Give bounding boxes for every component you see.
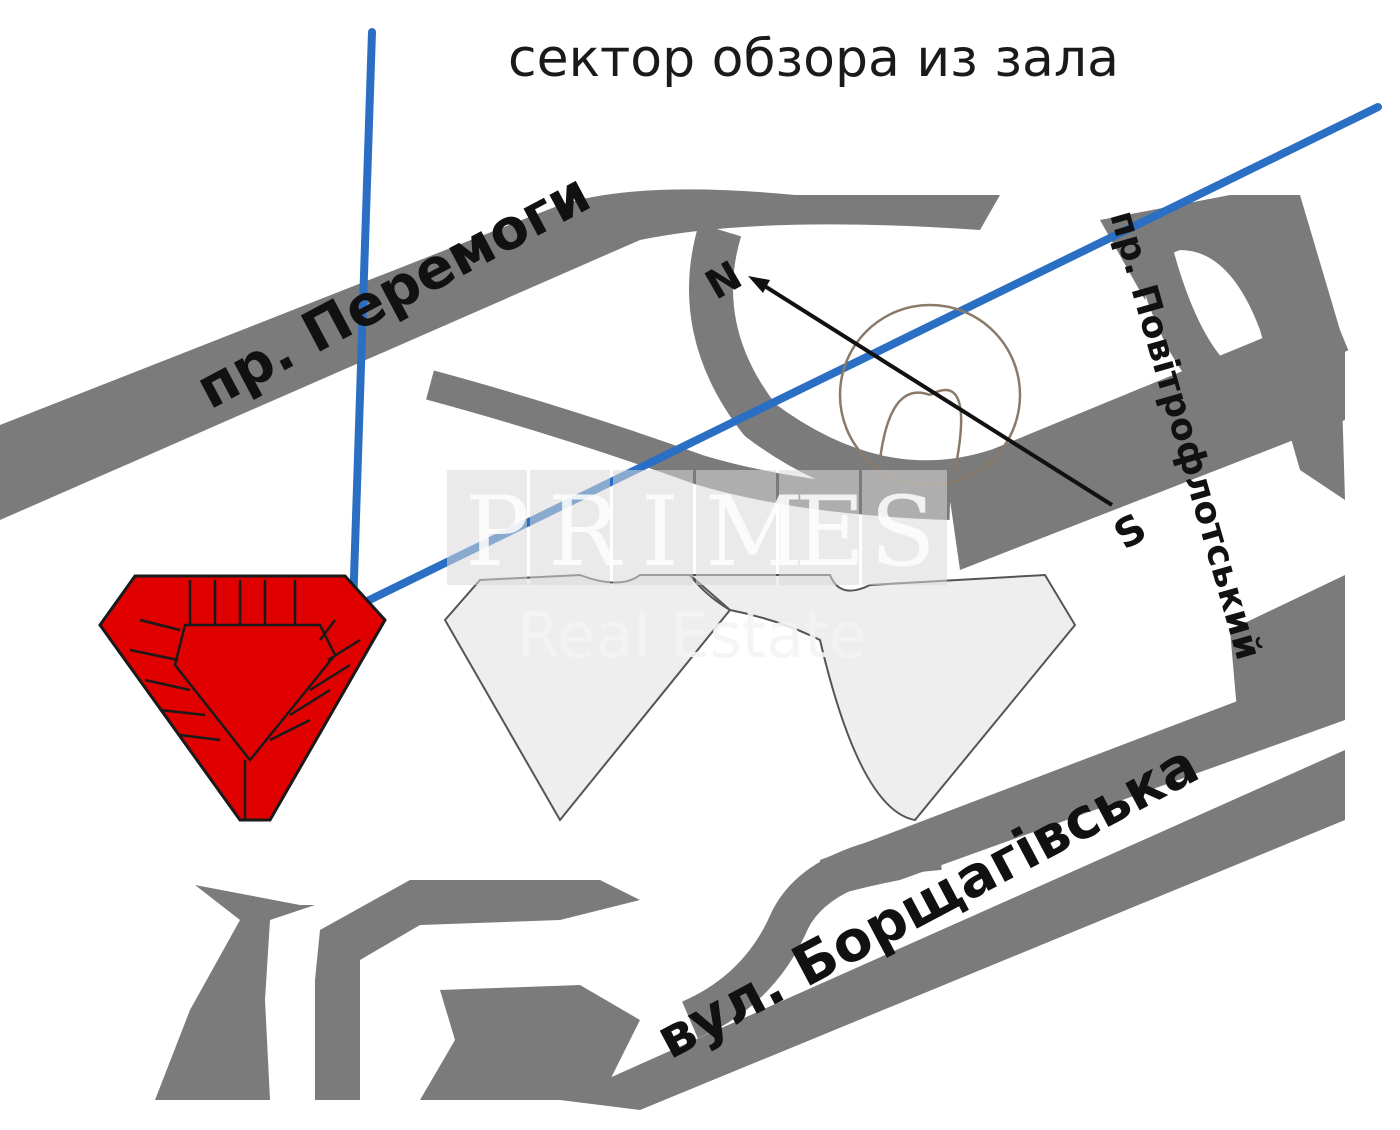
road-borshchagivska-curve (681, 830, 942, 1039)
road-borshchagivska (560, 750, 1345, 1110)
road-bottom-left-2 (315, 880, 640, 1100)
watermark-box-5 (779, 470, 859, 585)
watermark-letter: M (705, 476, 803, 588)
watermark-box-3 (613, 470, 693, 585)
north-south-axis (753, 278, 1114, 507)
watermark-letter: P (465, 476, 530, 588)
watermark: P R I M E S Real Estate (447, 470, 947, 672)
watermark-letter: I (641, 476, 679, 588)
road-lower-band (950, 345, 1345, 570)
watermark-box-4 (696, 470, 776, 585)
view-line-north (349, 28, 376, 612)
building-target (98, 574, 387, 822)
north-arrow-icon (748, 276, 770, 293)
building-target-core (173, 623, 337, 763)
watermark-letter: S (870, 476, 936, 588)
compass-south-label: S (1107, 505, 1155, 559)
buildings (98, 573, 1077, 822)
watermark-box-2 (530, 470, 610, 585)
building-target-sections (129, 580, 361, 820)
road-right-ramp (1100, 195, 1345, 500)
watermark-letter: E (795, 476, 865, 588)
road-right-ramp-arc (1130, 235, 1230, 395)
road-bottom-left-1 (155, 885, 315, 1100)
road-borshchagivska-upper (820, 660, 1345, 900)
sun-path-arc (878, 388, 963, 471)
road-peremogy (0, 189, 1000, 520)
road-network (0, 189, 1349, 1110)
watermark-subtitle: Real Estate (517, 599, 867, 672)
watermark-letter: R (548, 476, 623, 588)
road-bottom-left-3 (420, 985, 640, 1100)
watermark-box-1 (447, 470, 527, 585)
watermark-box-6 (862, 470, 947, 585)
building-neighbor-2 (687, 573, 1077, 822)
street-label-peremogy: пр. Перемоги (186, 161, 601, 423)
map-title: сектор обзора из зала (508, 29, 1119, 89)
building-target-outline (98, 574, 387, 822)
